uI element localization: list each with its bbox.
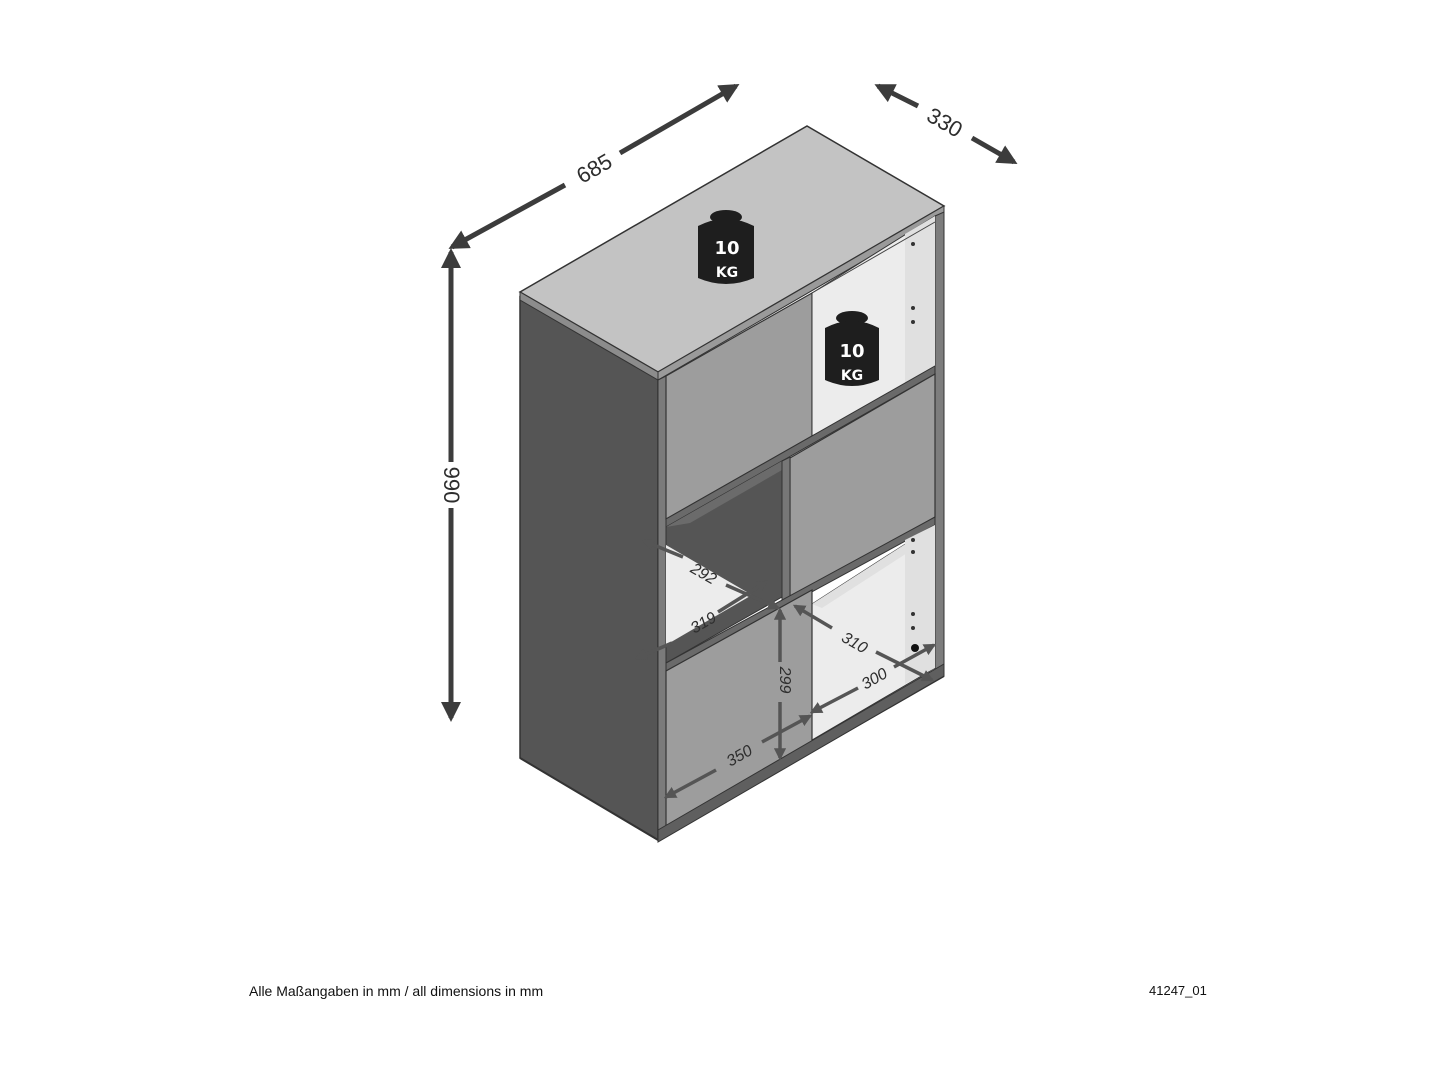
inner-height-label: 299 [776, 666, 793, 694]
weight-top-unit: KG [716, 265, 738, 281]
inner-dimension-arrows [634, 539, 937, 799]
weight-shelf-unit: KG [841, 368, 863, 384]
side-panel [519, 295, 659, 842]
depth-arrow-left [874, 83, 920, 109]
weight-icon-shelf: 10 KG [825, 311, 879, 386]
height-label: 990 [439, 467, 464, 504]
drawing-code: 41247_01 [1149, 983, 1207, 998]
weight-icon-top: 10 KG [698, 210, 754, 284]
weight-shelf-value: 10 [839, 341, 864, 362]
dimension-arrows [441, 83, 1018, 722]
width-arrow-right [618, 83, 740, 156]
right-interior [934, 211, 945, 673]
cabinet [518, 125, 946, 843]
depth-label: 330 [923, 102, 967, 142]
shelf-pin-holes [911, 242, 919, 652]
width-arrow-left [448, 182, 567, 250]
width-label: 685 [572, 148, 616, 188]
units-note: Alle Maßangaben in mm / all dimensions i… [249, 983, 544, 999]
bottom-panel [657, 663, 945, 843]
depth-arrow-right [970, 135, 1018, 165]
weight-top-value: 10 [714, 238, 739, 259]
